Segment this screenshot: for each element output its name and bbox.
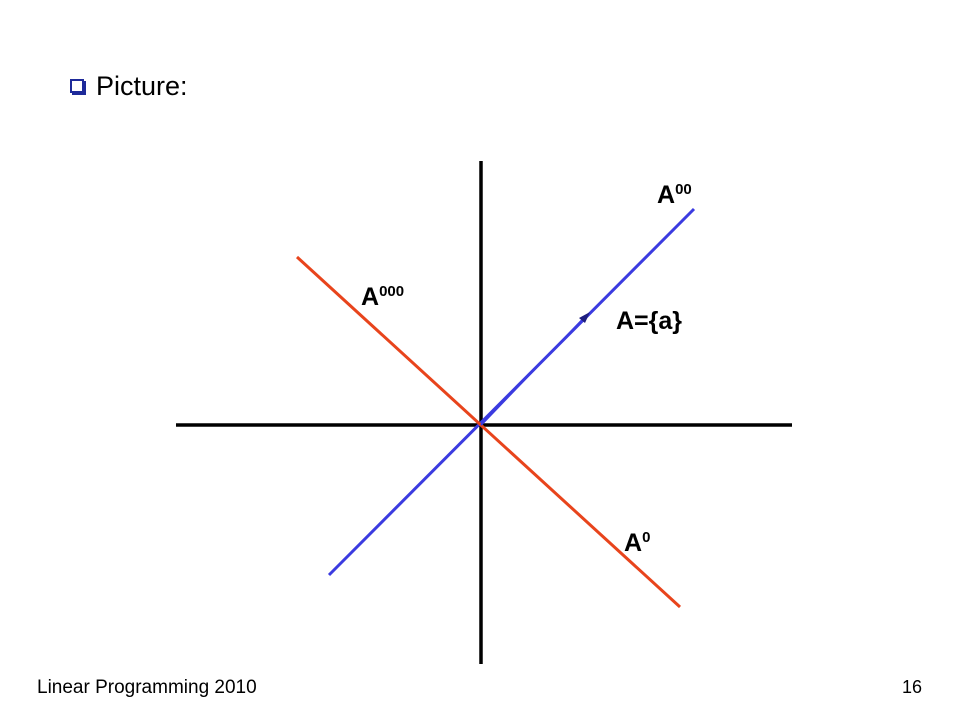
footer-title: Linear Programming 2010 [37, 677, 257, 698]
red-line [295, 255, 682, 609]
bullet-text: Picture: [96, 70, 188, 101]
vector-a-line [480, 316, 586, 426]
checkbox-bullet-icon [70, 79, 84, 93]
label-a-prime: A0 [624, 529, 650, 557]
label-a-set: A={a} [616, 307, 682, 335]
label-a-triple-prime: A000 [361, 283, 404, 311]
bullet-item: Picture: [70, 66, 188, 106]
vector-a-arrowhead-icon [579, 312, 590, 323]
page-number: 16 [901, 677, 922, 697]
label-a-double-prime: A00 [657, 181, 692, 209]
